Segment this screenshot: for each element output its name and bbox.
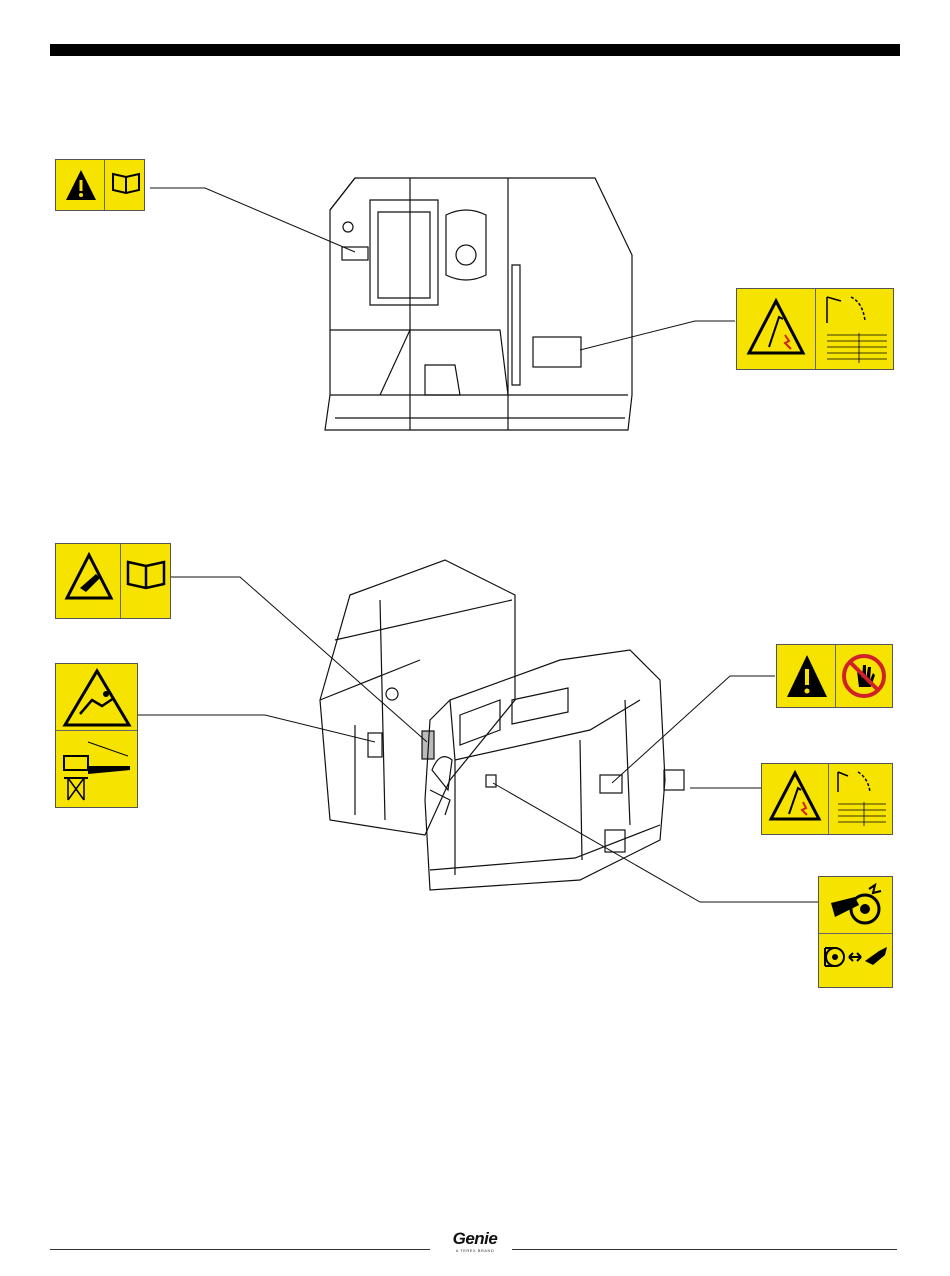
tip-over-icon <box>64 552 114 602</box>
decal-crush-keep-clear <box>818 876 893 988</box>
warning-icon <box>64 168 98 202</box>
fall-hazard-icon <box>62 668 132 728</box>
decal-location-front-side <box>600 775 622 793</box>
decal-tipover-manual <box>55 543 171 619</box>
decal-electrocution-clearance-side <box>761 763 893 835</box>
decal-location-top-right <box>533 337 581 367</box>
clearance-table-icon <box>832 768 890 832</box>
isometric-view-drawing <box>320 560 684 890</box>
brand-name: Genie <box>430 1230 520 1248</box>
crush-hazard-icon <box>825 883 887 929</box>
warning-icon <box>785 651 829 701</box>
footer-rule-right <box>512 1249 897 1250</box>
electrocution-icon <box>768 770 822 824</box>
brand-tagline: A TEREX BRAND <box>430 1248 520 1253</box>
decal-fall-hazard-platform <box>55 663 138 808</box>
footer-rule-left <box>50 1249 430 1250</box>
decal-location-front-corner <box>664 770 684 790</box>
no-hand-icon <box>841 653 887 699</box>
leader-lines <box>138 188 818 902</box>
electrocution-icon <box>745 297 807 359</box>
decal-location-rear-side <box>368 733 382 757</box>
decal-location-front-small <box>486 775 496 787</box>
decal-warning-no-hand <box>776 644 893 708</box>
decal-location-top-left <box>342 247 368 260</box>
clearance-table-icon <box>821 293 891 367</box>
manual-icon <box>126 556 166 590</box>
platform-icon <box>60 734 134 804</box>
manual-icon <box>111 170 141 194</box>
decal-warning-manual <box>55 159 145 211</box>
top-view-drawing <box>325 178 632 430</box>
brand-logo: Genie A TEREX BRAND <box>430 1230 520 1253</box>
keep-clear-icon <box>823 937 889 977</box>
decal-electrocution-clearance-top <box>736 288 894 370</box>
